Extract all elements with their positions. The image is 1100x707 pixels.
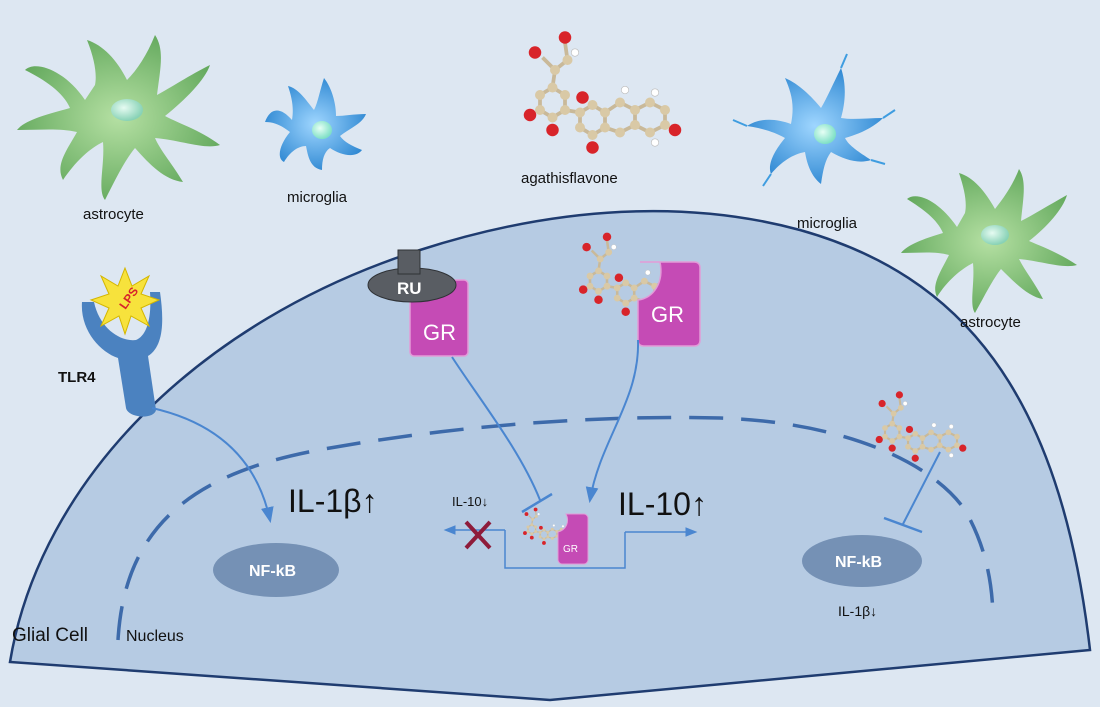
ru-inhibition-line (451, 356, 541, 501)
lps-star-icon: LPS (89, 266, 161, 336)
label-nfkb-right: NF-kB (835, 554, 882, 571)
gene-promoter-line (504, 530, 626, 569)
label-gr-left: GR (423, 320, 456, 345)
label-nfkb-left: NF-kB (249, 563, 296, 580)
label-tlr4: TLR4 (58, 369, 96, 386)
label-microglia-right: microglia (797, 215, 858, 232)
label-astrocyte-left: astrocyte (83, 206, 144, 223)
astrocyte-icon (901, 169, 1077, 313)
label-microglia-left: microglia (287, 189, 348, 206)
tlr4-arrow (151, 407, 274, 524)
label-agathisflavone: agathisflavone (521, 170, 618, 187)
label-il1b-down: IL-1β↓ (838, 603, 877, 619)
molecule-icon (521, 29, 684, 156)
nfkb-icon: NF-kB (213, 543, 339, 597)
label-gr-right: GR (651, 302, 684, 327)
nucleus-membrane (116, 415, 995, 641)
microglia-icon (732, 53, 896, 187)
microglia-icon (265, 78, 366, 170)
label-il10-down: IL-10↓ (452, 494, 488, 509)
label-il10-up: IL-10↑ (618, 486, 707, 522)
label-gr-small: GR (563, 544, 578, 555)
nfkb-icon: NF-kB (802, 535, 922, 587)
agathisflavone-inhibition-line (902, 451, 941, 525)
gr-receptor-icon: GR (637, 261, 701, 347)
gr-translocation-arrow (585, 339, 640, 504)
label-nucleus: Nucleus (126, 628, 184, 645)
glial-cell-body (8, 209, 1092, 702)
astrocyte-icon (17, 35, 220, 200)
x-mark-icon (464, 520, 492, 550)
label-ru: RU (397, 279, 422, 298)
gr-receptor-icon: GR (557, 513, 589, 565)
label-il1b-up: IL-1β↑ (288, 483, 378, 519)
label-glial-cell: Glial Cell (12, 625, 88, 646)
inhibition-bar (521, 492, 553, 514)
inhibition-bar (883, 516, 923, 534)
label-astrocyte-right: astrocyte (960, 314, 1021, 331)
ru-antagonist-icon: RU (367, 249, 457, 303)
